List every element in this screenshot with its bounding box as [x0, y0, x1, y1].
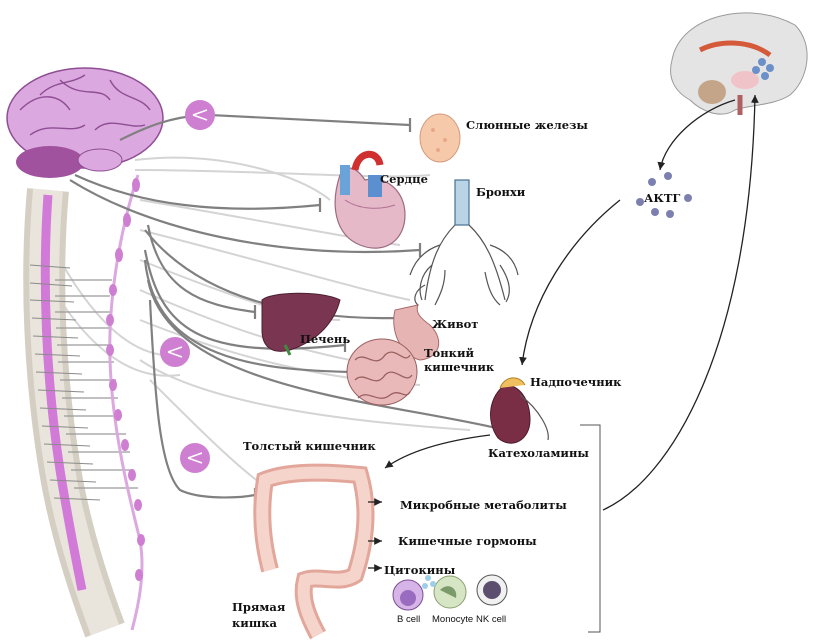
label-rectum-line1: Прямая: [232, 600, 286, 614]
label-gut-hormones: Кишечные гормоны: [398, 534, 537, 548]
small-intestine-shape: [346, 338, 418, 406]
label-bronchi: Бронхи: [476, 185, 526, 199]
label-cytokines: Цитокины: [384, 563, 456, 577]
label-rectum-line2: кишка: [232, 616, 277, 630]
vertebra-lines: [29, 264, 101, 501]
label-acth: АКТГ: [644, 191, 681, 205]
liver-shape: [261, 292, 341, 356]
label-monocyte: Monocyte: [432, 614, 474, 625]
label-small-intestine-line1: Тонкий: [424, 346, 475, 360]
label-salivary-glands: Слюнные железы: [466, 118, 588, 132]
bronchi-shape: [409, 179, 519, 306]
large-intestine-shape: [253, 463, 375, 640]
hormone-arrows: [368, 94, 759, 572]
adrenal-kidney-shape: [490, 377, 549, 444]
label-microbial-metabolites: Микробные метаболиты: [400, 498, 567, 512]
label-b-cell: B cell: [397, 614, 421, 625]
immune-cells: [392, 574, 508, 611]
label-small-intestine-line2: кишечник: [424, 360, 495, 374]
heart-shape: [334, 150, 406, 249]
brain-left: [6, 67, 164, 178]
label-stomach: Живот: [432, 317, 479, 331]
label-liver: Печень: [300, 332, 351, 346]
acth-particles: [636, 172, 692, 218]
stomach-shape: [393, 304, 440, 361]
ganglia: [160, 100, 215, 473]
label-adrenal: Надпочечник: [530, 375, 622, 389]
bracket: [580, 424, 601, 633]
brain-right: [670, 12, 808, 115]
label-heart: Сердце: [380, 172, 428, 186]
sympathetic-chain: [106, 174, 145, 631]
label-nk-cell: NK cell: [476, 614, 507, 625]
dark-nerve-fibers: [69, 113, 506, 499]
salivary-gland-shape: [419, 113, 461, 163]
label-catecholamines: Катехоламины: [488, 446, 589, 460]
label-large-intestine: Толстый кишечник: [243, 439, 376, 453]
